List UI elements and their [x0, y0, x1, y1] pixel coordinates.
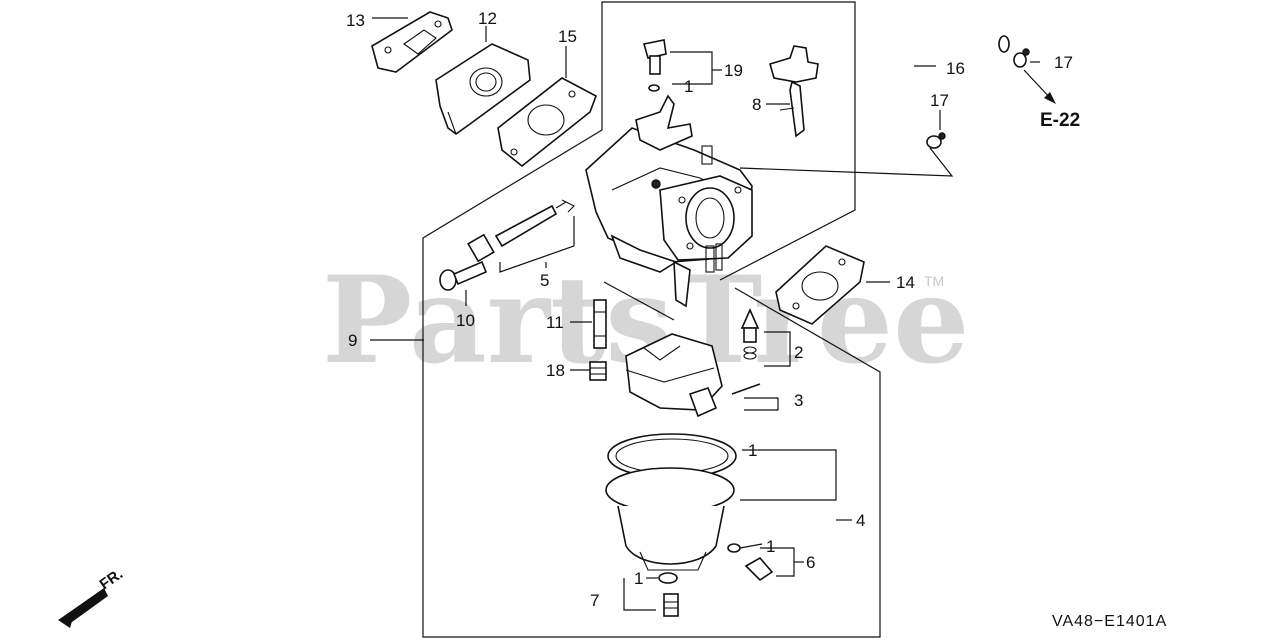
- screw-10: [439, 260, 488, 291]
- callout-3: 3: [794, 391, 803, 410]
- callout-1-screw: 1: [766, 537, 775, 556]
- gasket-15: [497, 77, 597, 168]
- callout-2: 2: [794, 343, 803, 362]
- callout-19: 19: [724, 61, 743, 80]
- clip-17-top: [1013, 48, 1030, 68]
- e22-arrow-head: [1044, 92, 1056, 104]
- callout-14: 14: [896, 273, 915, 292]
- callout-4-bracket: [740, 449, 837, 501]
- callout-17-top: 17: [1054, 53, 1073, 72]
- choke-lever-8: [769, 45, 819, 138]
- callout-19-bracket: [670, 51, 722, 85]
- main-jet-18: [589, 361, 607, 381]
- callout-1-drain: 1: [634, 569, 643, 588]
- float-valve-2: [740, 308, 760, 360]
- callout-6: 6: [806, 553, 815, 572]
- float-pin-3: [731, 383, 761, 395]
- assembly-boundary: [422, 1, 881, 638]
- insulator-12: [435, 43, 531, 135]
- callout-5: 5: [540, 271, 549, 290]
- carburetor-body: [585, 94, 753, 308]
- nozzle-alignment-line: [603, 281, 675, 321]
- callout-10: 10: [456, 311, 475, 330]
- front-label: FR.: [97, 565, 127, 593]
- callout-3-bracket: [744, 397, 779, 411]
- callout-1-bowl: 1: [748, 441, 757, 460]
- fuel-tube-16: [895, 25, 1010, 144]
- fuel-tube-connector-line: [739, 147, 954, 177]
- float: [625, 333, 723, 418]
- callout-15: 15: [558, 27, 577, 46]
- float-bowl-4: [605, 467, 735, 571]
- callout-1-screw-leader: [739, 543, 763, 549]
- gasket-13: [371, 11, 453, 73]
- callout-18: 18: [546, 361, 565, 380]
- callout-17-mid: 17: [930, 91, 949, 110]
- screw-19: [642, 39, 667, 92]
- drain-screw-7: [658, 572, 679, 617]
- reference-e22: E-22: [1040, 110, 1080, 131]
- callout-13: 13: [346, 11, 365, 30]
- callout-16: 16: [946, 59, 965, 78]
- callout-12: 12: [478, 9, 497, 28]
- callout-4: 4: [856, 511, 865, 530]
- pilot-screw-5: [467, 199, 575, 263]
- callout-7: 7: [590, 591, 599, 610]
- bolt-6: [727, 543, 774, 582]
- callout-9: 9: [348, 331, 357, 350]
- callout-2-bracket: [764, 331, 791, 367]
- front-arrow-icon: [58, 588, 108, 628]
- diagram-code: VA48−E1401A: [1052, 613, 1167, 630]
- gasket-14: [775, 245, 865, 325]
- clip-17-bottom: [926, 132, 946, 149]
- watermark-trademark: TM: [924, 273, 944, 289]
- callout-8: 8: [752, 95, 761, 114]
- main-nozzle-11: [593, 299, 607, 349]
- callout-5-bracket: [499, 216, 575, 273]
- callout-1-top: 1: [684, 77, 693, 96]
- callout-7-bracket: [623, 578, 656, 611]
- callout-11: 11: [546, 313, 564, 332]
